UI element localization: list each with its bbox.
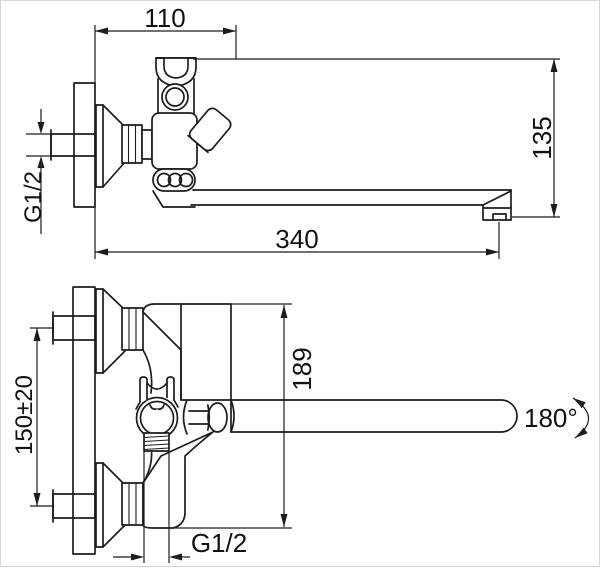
spout-root xyxy=(152,190,196,208)
spout-side xyxy=(190,189,512,221)
lower-eccentric xyxy=(95,462,144,548)
wall-section xyxy=(73,82,96,208)
dimension-inlet-thread: G1/2 xyxy=(20,109,51,234)
inlet-thread-label: G1/2 xyxy=(20,171,47,223)
holder-bracket xyxy=(157,78,195,114)
dimension-110: 110 xyxy=(94,3,237,83)
dimension-outlet-thread: G1/2 xyxy=(113,451,247,563)
diverter-knob xyxy=(187,107,232,154)
supply-pipe xyxy=(50,133,96,157)
dimension-135: 135 xyxy=(193,58,560,218)
collar-rings xyxy=(152,168,196,192)
outlet-thread-label: G1/2 xyxy=(191,528,247,558)
mixer-body-front xyxy=(142,303,232,529)
upper-eccentric xyxy=(95,288,144,374)
swivel-angle-label: 180° xyxy=(524,403,578,433)
handle xyxy=(182,399,228,435)
dimension-110-label: 110 xyxy=(144,3,185,33)
swivel-annotation: 180° xyxy=(524,397,590,439)
adapter xyxy=(141,129,153,160)
dimension-189-label: 189 xyxy=(287,347,317,390)
spout-front xyxy=(230,399,518,433)
wall-plate xyxy=(72,286,96,555)
dimension-150-label: 150±20 xyxy=(11,375,38,455)
side-view: 110 G1/2 135 340 xyxy=(20,3,560,259)
mixer-body xyxy=(151,112,198,170)
shower-outlet xyxy=(143,432,170,452)
upper-hex-nut xyxy=(121,307,144,351)
dimension-150: 150±20 xyxy=(11,327,53,507)
dimension-340: 340 xyxy=(94,207,500,259)
eccentric-connector xyxy=(95,104,153,188)
upper-supply-pipe xyxy=(52,315,96,341)
lower-hex-nut xyxy=(121,482,144,526)
aerator-notch xyxy=(492,213,507,221)
dimension-135-label: 135 xyxy=(527,116,557,159)
dimension-189: 189 xyxy=(173,303,317,529)
shower-holder-fork-front xyxy=(135,376,179,411)
hex-nut xyxy=(121,124,143,164)
lower-supply-pipe xyxy=(52,493,96,519)
shower-holder-fork xyxy=(155,57,197,87)
front-view: 150±20 189 G1/2 180° xyxy=(11,286,590,563)
dimension-340-label: 340 xyxy=(275,224,318,254)
